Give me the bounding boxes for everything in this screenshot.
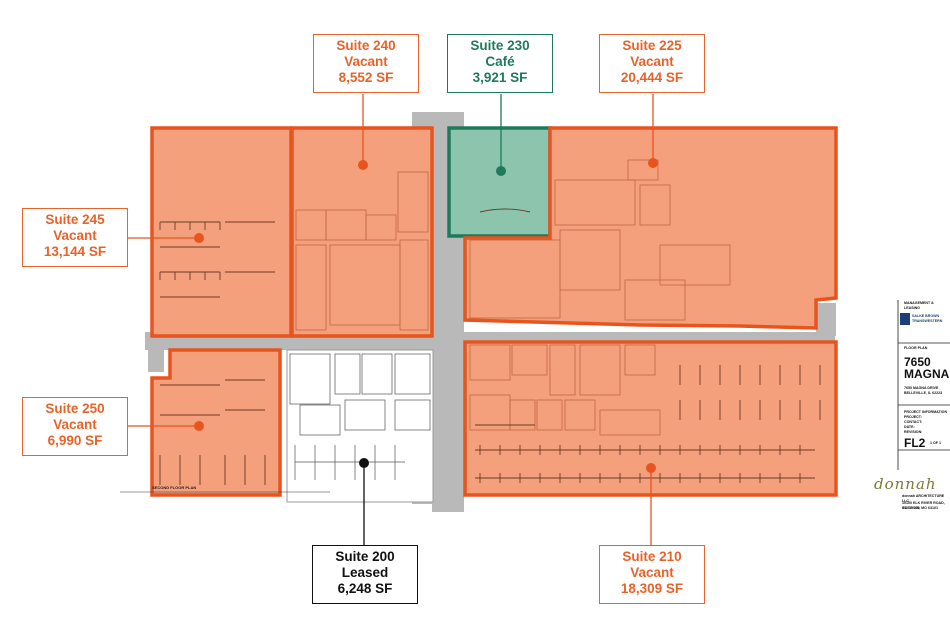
marker-210 bbox=[646, 463, 656, 473]
suite-230-label[interactable]: Suite 230 Café 3,921 SF bbox=[447, 34, 553, 93]
marker-200 bbox=[359, 458, 369, 468]
suite-245-area-sf: 13,144 SF bbox=[43, 244, 107, 259]
marker-225 bbox=[648, 158, 658, 168]
leader-lines bbox=[128, 94, 654, 545]
building-number: 7650 bbox=[904, 355, 931, 369]
suite-230-area-sf: 3,921 SF bbox=[472, 70, 528, 85]
plan-title: SECOND FLOOR PLAN bbox=[152, 485, 197, 490]
marker-240 bbox=[358, 160, 368, 170]
suite-225-area[interactable] bbox=[463, 126, 838, 330]
architect-name: donnah ARCHITECTURE LLC bbox=[902, 494, 945, 503]
project-info-1: PROJECT: bbox=[904, 415, 922, 419]
floor-code: FL2 bbox=[904, 436, 926, 450]
project-info-2: CONTACT: bbox=[904, 420, 923, 424]
building-name: MAGNA bbox=[904, 367, 950, 381]
suite-245-status: Vacant bbox=[53, 228, 97, 243]
suite-200-area-sf: 6,248 SF bbox=[337, 581, 393, 596]
broker-subname: TRANSWESTERN bbox=[912, 319, 943, 323]
marker-230 bbox=[496, 166, 506, 176]
suite-210-area[interactable] bbox=[463, 340, 838, 497]
suite-200-label[interactable]: Suite 200 Leased 6,248 SF bbox=[312, 545, 418, 604]
suite-225-name: Suite 225 bbox=[622, 38, 682, 53]
suite-250-name: Suite 250 bbox=[45, 401, 105, 416]
suite-245-area[interactable] bbox=[150, 126, 293, 338]
suite-225-area-sf: 20,444 SF bbox=[620, 70, 684, 85]
suite-250-status: Vacant bbox=[53, 417, 97, 432]
workstations bbox=[159, 208, 821, 485]
architect-logo-script: donnah bbox=[874, 475, 937, 493]
suite-225-label[interactable]: Suite 225 Vacant 20,444 SF bbox=[599, 34, 705, 93]
suite-240-area-sf: 8,552 SF bbox=[338, 70, 394, 85]
suite-210-area-sf: 18,309 SF bbox=[620, 581, 684, 596]
broker-logo-mark bbox=[900, 313, 910, 325]
suite-240-status: Vacant bbox=[344, 54, 388, 69]
suite-245-name: Suite 245 bbox=[45, 212, 105, 227]
project-info-4: REVISION: bbox=[904, 430, 923, 434]
stair-core-west bbox=[148, 338, 164, 372]
architect-address: 10100 ELK RIVER ROAD, SUITE 100 bbox=[902, 501, 945, 510]
suite-225-status: Vacant bbox=[630, 54, 674, 69]
suite-250-area[interactable] bbox=[150, 348, 282, 497]
suite-200-interior bbox=[289, 353, 431, 480]
sheet-number: 1 OF 1 bbox=[930, 441, 941, 445]
suite-200-status: Leased bbox=[341, 565, 389, 580]
suite-250-area-sf: 6,990 SF bbox=[47, 433, 103, 448]
suite-240-label[interactable]: Suite 240 Vacant 8,552 SF bbox=[313, 34, 419, 93]
stair-core-east bbox=[816, 303, 836, 336]
address-line-2: BELLEVILLE, IL 62223 bbox=[904, 391, 943, 395]
marker-245 bbox=[194, 233, 204, 243]
suite-200-name: Suite 200 bbox=[335, 549, 395, 564]
mgmt-heading: MANAGEMENT & LEASING bbox=[904, 301, 934, 310]
suite-230-area[interactable] bbox=[447, 126, 552, 238]
interior-walls bbox=[295, 159, 731, 436]
suite-240-name: Suite 240 bbox=[336, 38, 396, 53]
architect-city: ST. LOUIS, MO 63101 bbox=[902, 506, 938, 510]
suite-245-label[interactable]: Suite 245 Vacant 13,144 SF bbox=[22, 208, 128, 267]
broker-name: SALKE BROWN bbox=[912, 314, 940, 318]
suite-230-status: Café bbox=[485, 54, 515, 69]
suite-210-label[interactable]: Suite 210 Vacant 18,309 SF bbox=[599, 545, 705, 604]
section-heading: FLOOR PLAN bbox=[904, 346, 928, 350]
project-info-3: DATE: bbox=[904, 425, 915, 429]
suite-230-name: Suite 230 bbox=[470, 38, 530, 53]
project-info-heading: PROJECT INFORMATION bbox=[904, 410, 948, 414]
address-line-1: 7650 MAGNA DRIVE bbox=[904, 386, 939, 390]
suite-210-status: Vacant bbox=[630, 565, 674, 580]
suite-250-label[interactable]: Suite 250 Vacant 6,990 SF bbox=[22, 397, 128, 456]
suite-210-name: Suite 210 bbox=[622, 549, 682, 564]
marker-250 bbox=[194, 421, 204, 431]
title-block-frame bbox=[897, 300, 950, 470]
